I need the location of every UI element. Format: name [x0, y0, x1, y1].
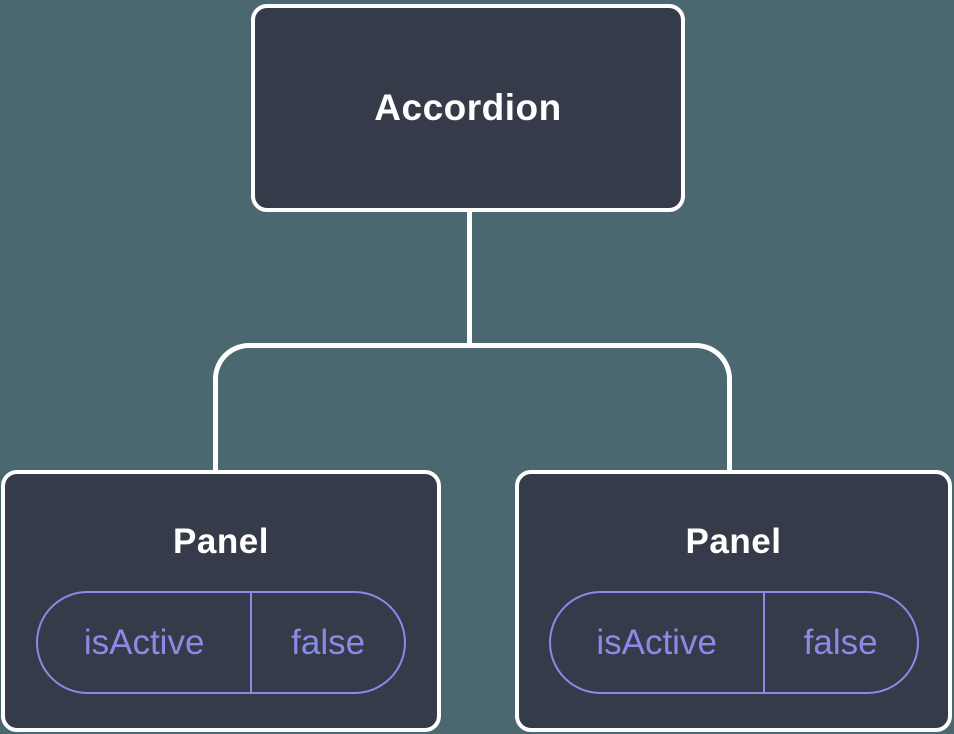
state-name-cell: isActive — [596, 622, 717, 662]
state-pill: isActive false — [548, 591, 919, 694]
accordion-node-label: Accordion — [374, 87, 562, 128]
state-value-cell: false — [250, 593, 404, 692]
panel-node-label: Panel — [685, 522, 782, 561]
panel-node-left: Panel isActive false — [1, 470, 441, 732]
state-name-cell: isActive — [83, 622, 205, 662]
panel-node-label: Panel — [173, 522, 269, 561]
connector-branch-bracket — [213, 343, 732, 488]
connector-stem-line — [467, 208, 472, 348]
state-value-cell: false — [762, 593, 917, 692]
accordion-node: Accordion — [251, 4, 685, 212]
panel-node-right: Panel isActive false — [515, 470, 952, 732]
state-pill: isActive false — [36, 591, 406, 694]
